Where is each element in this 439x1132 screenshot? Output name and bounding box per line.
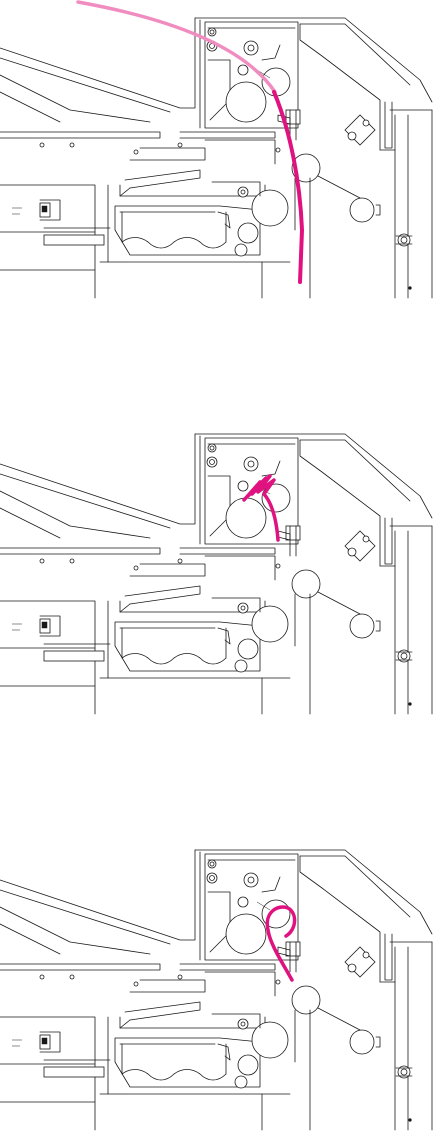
diagram-panel-normal-path — [0, 0, 439, 300]
printer-cross-section — [0, 434, 432, 714]
printer-cross-section — [0, 850, 432, 1130]
printer-diagram — [0, 0, 439, 300]
printer-diagram — [0, 832, 439, 1132]
printer-diagram — [0, 416, 439, 716]
printer-cross-section — [0, 18, 432, 298]
diagram-panel-wrapped-jam — [0, 832, 439, 1132]
diagram-panel-accordion-jam — [0, 416, 439, 716]
